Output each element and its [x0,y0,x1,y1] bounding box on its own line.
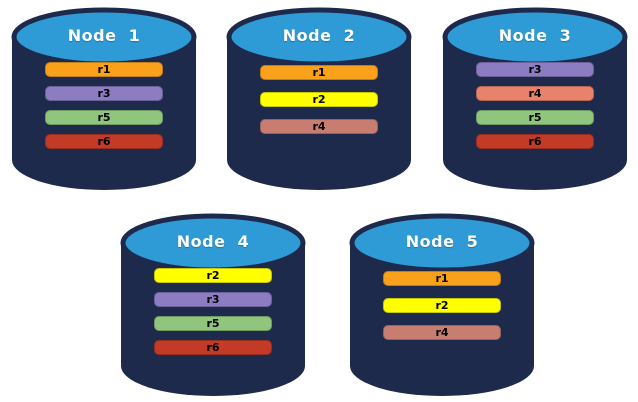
replica-bar: r5 [476,110,594,125]
node-1-replica-list: r1 r3 r5 r6 [45,62,163,149]
replica-bar: r4 [260,119,378,134]
replica-bar: r2 [154,268,272,283]
replica-bar: r1 [45,62,163,77]
replica-bar: r1 [383,271,501,286]
replica-bar: r3 [476,62,594,77]
node-1-label: Node 1 [67,26,141,45]
node-3-cylinder: Node 3 r3 r4 r5 r6 [439,2,631,192]
node-3-label: Node 3 [498,26,572,45]
replica-bar: r3 [45,86,163,101]
replica-bar: r2 [260,92,378,107]
node-1-cylinder: Node 1 r1 r3 r5 r6 [8,2,200,192]
node-4-label: Node 4 [176,232,250,251]
node-5-cylinder: Node 5 r1 r2 r4 [346,208,538,398]
replica-bar: r2 [383,298,501,313]
replica-bar: r5 [154,316,272,331]
node-2-cylinder: Node 2 r1 r2 r4 [223,2,415,192]
replica-bar: r6 [45,134,163,149]
node-3-replica-list: r3 r4 r5 r6 [476,62,594,149]
node-2-replica-list: r1 r2 r4 [260,65,378,134]
replica-bar: r6 [476,134,594,149]
node-5-label: Node 5 [405,232,479,251]
node-4-cylinder: Node 4 r2 r3 r5 r6 [117,208,309,398]
node-4-replica-list: r2 r3 r5 r6 [154,268,272,355]
replica-bar: r5 [45,110,163,125]
replica-bar: r1 [260,65,378,80]
node-5-replica-list: r1 r2 r4 [383,271,501,340]
replica-bar: r3 [154,292,272,307]
replica-bar: r4 [383,325,501,340]
replica-bar: r6 [154,340,272,355]
replica-bar: r4 [476,86,594,101]
node-2-label: Node 2 [282,26,356,45]
